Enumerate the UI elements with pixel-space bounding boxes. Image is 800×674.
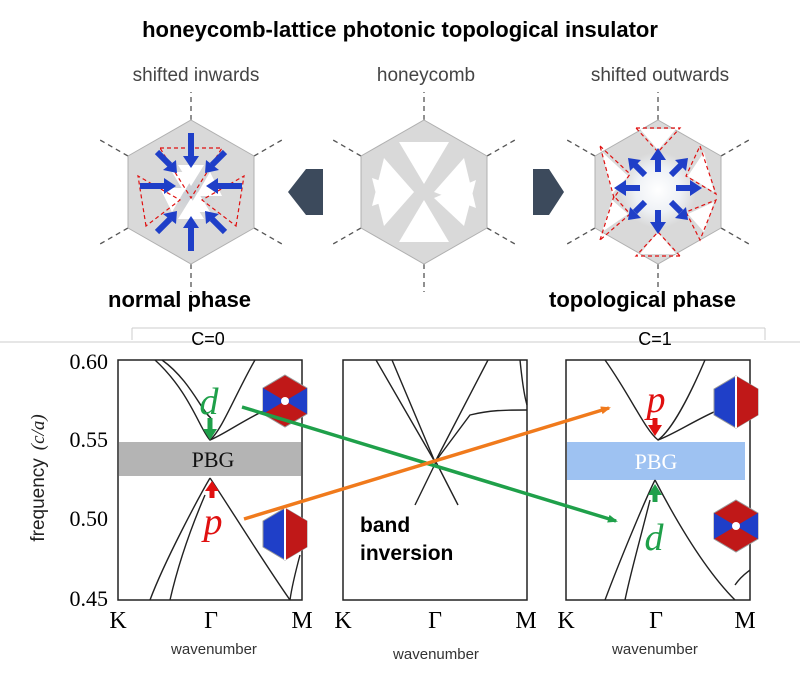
p-mode-field-icon [262,507,308,561]
pbg-label-right: PBG [635,449,678,474]
unit-cell-honeycomb [332,92,516,292]
chern-number-left: C=0 [191,329,225,349]
label-topological-phase: topological phase [549,287,736,312]
y-axis-label: frequency (c/a) [28,414,49,541]
label-honeycomb: honeycomb [377,65,475,86]
mode-label-d-right: d [645,517,665,559]
chern-number-right: C=1 [638,329,672,349]
x-tick-Gamma-3: Γ [649,608,663,634]
d-mode-field-icon [262,374,308,428]
p-mode-field-icon-right [713,375,759,429]
x-tick-Gamma-2: Γ [428,608,442,634]
y-tick-0.45: 0.45 [70,586,109,611]
x-tick-Gamma-1: Γ [204,608,218,634]
label-normal-phase: normal phase [108,287,251,312]
y-axis-unit: (c/a) [28,414,49,450]
x-axis-label-1: wavenumber [170,641,257,658]
x-axis-label-3: wavenumber [611,641,698,658]
x-tick-M-1: M [291,608,312,634]
y-axis-label-text: frequency [28,458,49,542]
unit-cell-shifted-inwards [99,92,283,292]
d-mode-field-icon-right [713,499,759,553]
pbg-band-blue [567,442,745,480]
figure-title: honeycomb-lattice photonic topological i… [142,17,658,42]
x-tick-M-2: M [515,608,536,634]
band-inversion-line1: band [360,514,410,537]
y-tick-0.60: 0.60 [70,349,109,374]
unit-cell-shifted-outwards [566,92,750,292]
y-tick-0.50: 0.50 [70,506,109,531]
x-tick-K-2: K [334,608,352,634]
x-tick-M-3: M [734,608,755,634]
band-inversion-line2: inversion [360,542,453,565]
label-shifted-outwards: shifted outwards [591,65,729,86]
mode-label-d-left: d [200,381,220,423]
y-tick-0.55: 0.55 [70,427,109,452]
x-axis-label-2: wavenumber [392,646,479,663]
arrow-to-outwards-icon [533,169,564,215]
label-shifted-inwards: shifted inwards [133,65,260,86]
x-tick-K-1: K [109,608,127,634]
pbg-label-left: PBG [192,447,235,472]
band-panel-topological: PBG p d [565,359,759,601]
x-tick-K-3: K [557,608,575,634]
band-panel-normal: PBG d p [117,359,308,601]
mode-label-p-left: p [201,501,223,543]
mode-label-p-right: p [644,379,666,421]
arrow-p-mode-transfer [243,406,611,521]
arrow-to-inwards-icon [288,169,323,215]
pbg-band-gray [119,442,301,476]
